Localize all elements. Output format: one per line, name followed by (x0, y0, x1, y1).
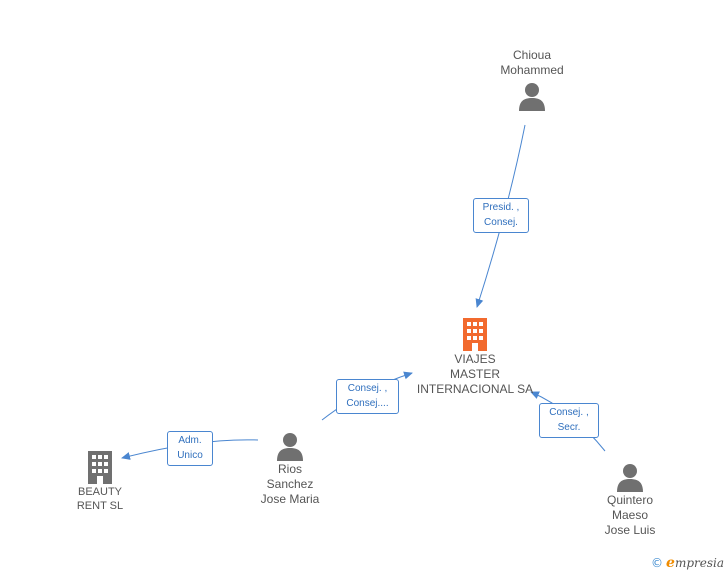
company-name-line: MASTER (449, 367, 500, 381)
person-icon (617, 464, 643, 492)
relation-role: Unico (177, 450, 203, 461)
company-name-line: INTERNACIONAL SA (416, 382, 534, 396)
person-node-chioua-mohammed[interactable]: Chioua Mohammed (482, 48, 582, 112)
relation-label-chioua-viajes[interactable]: Presid. , Consej. (473, 198, 529, 233)
person-icon (277, 433, 303, 461)
person-name-line: Mohammed (500, 63, 564, 77)
building-icon (463, 318, 487, 351)
company-node-viajes-master[interactable]: VIAJES MASTER INTERNACIONAL SA (400, 317, 550, 397)
company-name-line: RENT SL (76, 500, 124, 512)
person-name-line: Chioua (512, 48, 552, 62)
relation-role: Secr. (557, 422, 581, 433)
person-name-line: Sanchez (266, 477, 314, 491)
relation-label-rios-beauty[interactable]: Adm. Unico (167, 431, 213, 466)
person-node-rios-sanchez[interactable]: Rios Sanchez Jose Maria (240, 432, 340, 507)
empresia-logo-text: mpresia (674, 556, 724, 570)
relation-role: Presid. , (482, 202, 520, 213)
relation-role: Adm. (178, 435, 202, 446)
person-name-line: Quintero (606, 493, 654, 507)
person-node-quintero-maeso[interactable]: Quintero Maeso Jose Luis (580, 463, 680, 538)
relation-label-quintero-viajes[interactable]: Consej. , Secr. (539, 403, 599, 438)
company-name-line: VIAJES (454, 352, 496, 366)
person-name-line: Maeso (611, 508, 649, 522)
relation-label-rios-viajes[interactable]: Consej. , Consej.... (336, 379, 399, 414)
building-icon (88, 451, 112, 484)
empresia-logo-initial: e (666, 555, 675, 571)
relation-role: Consej. , (549, 407, 589, 418)
person-icon (519, 83, 545, 111)
relation-role: Consej.... (346, 398, 389, 409)
person-name-line: Rios (277, 462, 302, 476)
empresia-logo: empresia (666, 555, 724, 571)
company-node-beauty-rent[interactable]: BEAUTY RENT SL (60, 450, 140, 513)
relation-role: Consej. , (347, 383, 388, 394)
person-name-line: Jose Maria (260, 492, 320, 506)
relation-role: Consej. (484, 217, 518, 228)
person-name-line: Jose Luis (604, 523, 656, 537)
copyright-symbol: © (651, 556, 664, 570)
company-name-line: BEAUTY (77, 486, 122, 498)
empresia-footer: ©empresia (651, 555, 724, 571)
